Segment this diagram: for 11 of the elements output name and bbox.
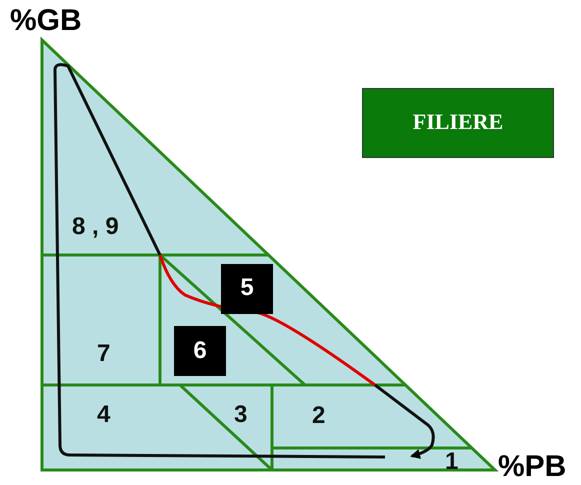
region-label: 8 , 9 [72, 215, 119, 239]
region-label: 7 [97, 342, 110, 366]
region-number-badge: 5 [221, 264, 273, 314]
axis-label: %PB [498, 450, 566, 484]
title-box: FILIERE [362, 88, 554, 158]
region-label: 4 [97, 403, 110, 427]
region-label: 2 [312, 404, 326, 428]
region-label: 3 [234, 403, 248, 427]
axis-label: %GB [10, 4, 82, 38]
region-number-badge: 6 [174, 326, 226, 376]
region-label: 1 [445, 450, 458, 474]
